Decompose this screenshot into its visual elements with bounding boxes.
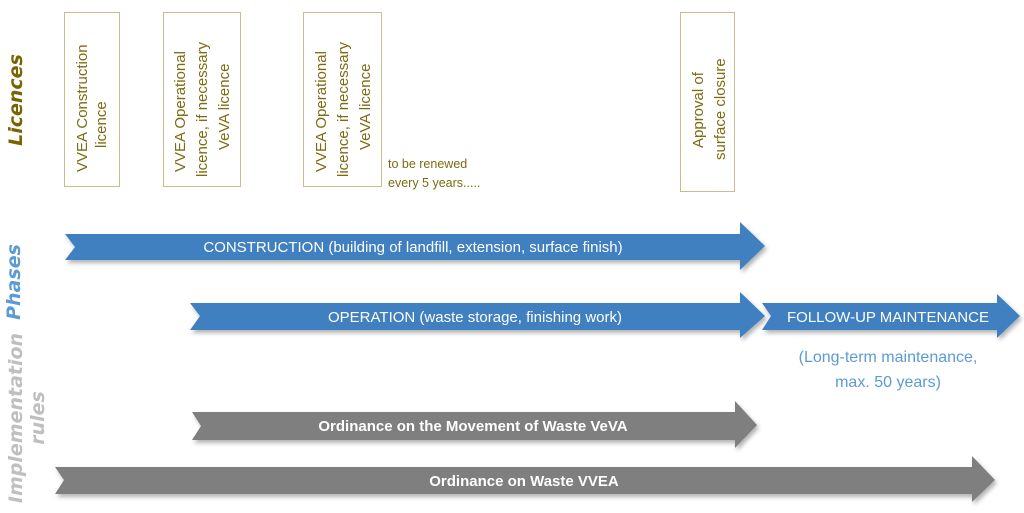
operation-phase-arrow: OPERATION (waste storage, finishing work… [190, 292, 765, 338]
licence-box-construction: VVEA Construction licence [64, 12, 120, 187]
veva-label: Ordinance on the Movement of Waste VeVA [318, 418, 627, 435]
licence-text: licence, if necessary [335, 41, 352, 177]
licence-text: VVEA Construction [74, 44, 91, 172]
licences-label: Licences [5, 54, 27, 146]
licence-box-operational-2: VVEA Operational licence, if necessary V… [303, 12, 382, 187]
vvea-label: Ordinance on Waste VVEA [429, 473, 619, 490]
renewal-note-line2: every 5 years..... [388, 176, 480, 190]
licence-text: Approval of [690, 71, 707, 148]
veva-ordinance-arrow: Ordinance on the Movement of Waste VeVA [192, 401, 757, 448]
renewal-note-line1: to be renewed [388, 157, 467, 171]
follow-up-note-line2: max. 50 years) [835, 374, 941, 391]
construction-phase-arrow: CONSTRUCTION (building of landfill, exte… [65, 222, 765, 270]
operation-label: OPERATION (waste storage, finishing work… [328, 309, 622, 326]
licence-text: VVEA Operational [313, 51, 330, 172]
vvea-ordinance-arrow: Ordinance on Waste VVEA [55, 456, 995, 502]
implementation-rules-label-line2: rules [27, 391, 49, 445]
construction-label: CONSTRUCTION (building of landfill, exte… [203, 239, 622, 256]
licence-text: surface closure [712, 58, 729, 160]
follow-up-maintenance-arrow: FOLLOW-UP MAINTENANCE [762, 294, 1020, 338]
follow-up-label: FOLLOW-UP MAINTENANCE [787, 309, 989, 326]
licence-text: VeVA licence [357, 64, 374, 150]
phases-label: Phases [3, 244, 25, 320]
licence-text: VVEA Operational [172, 51, 189, 172]
licence-box-operational-1: VVEA Operational licence, if necessary V… [163, 12, 241, 187]
licence-box-surface-closure: Approval of surface closure [680, 12, 735, 192]
implementation-rules-label-line1: Implementation [5, 333, 27, 503]
licence-text: licence [93, 101, 110, 148]
licence-text: licence, if necessary [194, 41, 211, 177]
licence-text: VeVA licence [216, 64, 233, 150]
follow-up-note-line1: (Long-term maintenance, [799, 349, 978, 366]
